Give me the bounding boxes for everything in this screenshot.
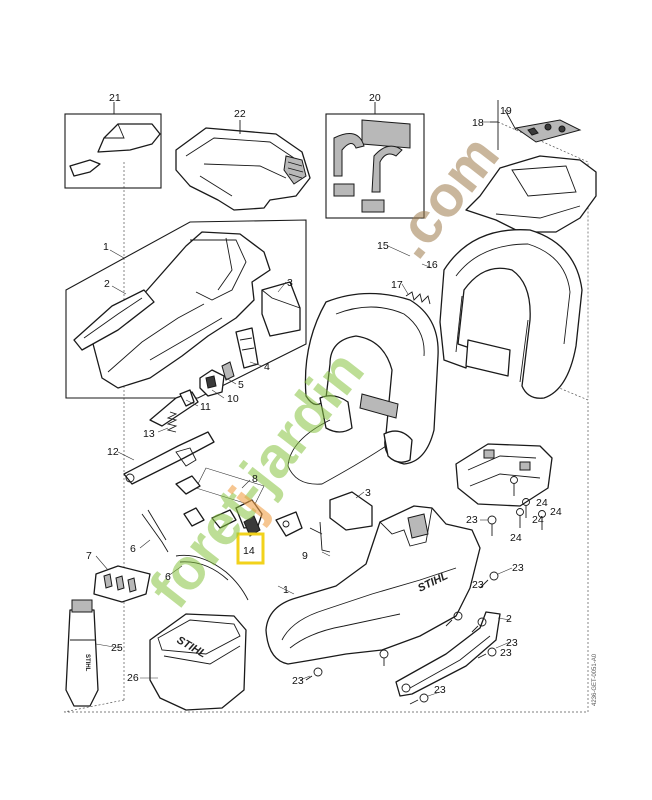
part-13-spring[interactable] [166, 411, 178, 433]
label-14[interactable]: 14 [243, 545, 255, 557]
label-20[interactable]: 20 [369, 92, 381, 104]
part-21-decal-box[interactable] [64, 113, 162, 189]
label-18[interactable]: 18 [472, 117, 484, 129]
label-23d[interactable]: 23 [500, 647, 512, 659]
label-17[interactable]: 17 [391, 279, 403, 291]
label-26[interactable]: 26 [127, 672, 139, 684]
part-3-housing-pad[interactable] [329, 491, 373, 531]
label-23f[interactable]: 23 [292, 675, 304, 687]
part-2-right-strip[interactable] [395, 611, 501, 697]
part-2-strip[interactable] [73, 289, 155, 351]
label-22[interactable]: 22 [234, 108, 246, 120]
label-4[interactable]: 4 [264, 361, 270, 373]
label-24a[interactable]: 24 [536, 497, 548, 509]
part-25-grease-tube[interactable] [65, 599, 99, 707]
label-24d[interactable]: 24 [510, 532, 522, 544]
label-10[interactable]: 10 [227, 393, 239, 405]
part-10-contact[interactable] [199, 369, 225, 397]
part-15-bumper[interactable] [319, 393, 413, 463]
part-26-cover[interactable] [149, 613, 247, 711]
part-22-upper-shell[interactable] [175, 127, 311, 211]
label-19[interactable]: 19 [500, 105, 512, 117]
part-8-lock[interactable] [175, 475, 201, 495]
label-1b[interactable]: 1 [283, 584, 289, 596]
part-1-right-housing[interactable] [265, 505, 481, 665]
label-24b[interactable]: 24 [550, 506, 562, 518]
part-6-spring-lower[interactable] [175, 554, 249, 601]
brand-mark-tube: STIHL [84, 654, 90, 672]
part-19-label-plate[interactable] [514, 119, 582, 143]
part-18-handle-cover[interactable] [465, 155, 597, 233]
part-14-latch[interactable] [183, 499, 303, 537]
label-13[interactable]: 13 [143, 428, 155, 440]
label-23c[interactable]: 23 [506, 637, 518, 649]
label-23a[interactable]: 23 [466, 514, 478, 526]
label-25[interactable]: 25 [111, 642, 123, 654]
label-3a[interactable]: 3 [287, 277, 293, 289]
label-24c[interactable]: 24 [532, 514, 544, 526]
part-1-box [65, 219, 307, 399]
label-11[interactable]: 11 [200, 401, 211, 413]
part-17-spring[interactable] [405, 291, 431, 305]
part-24-motor-carrier[interactable] [455, 443, 553, 507]
side-code: 4236-GET-0051-A0 [592, 653, 598, 706]
label-1a[interactable]: 1 [103, 241, 109, 253]
part-number-labels: 21 22 20 19 18 1 2 3 4 5 10 11 13 12 8 6… [86, 92, 562, 696]
label-15[interactable]: 15 [377, 240, 389, 252]
label-6a[interactable]: 6 [130, 543, 136, 555]
label-2b[interactable]: 2 [506, 613, 512, 625]
part-20-pad-box[interactable] [325, 113, 425, 219]
label-5[interactable]: 5 [238, 379, 244, 391]
label-9[interactable]: 9 [302, 550, 308, 562]
label-6b[interactable]: 6 [165, 571, 171, 583]
screw-group[interactable] [305, 476, 546, 705]
label-12[interactable]: 12 [107, 446, 119, 458]
part-4-switch[interactable] [235, 327, 259, 369]
label-7[interactable]: 7 [86, 550, 92, 562]
label-23g[interactable]: 23 [472, 579, 484, 591]
bowden-wire[interactable] [287, 419, 387, 485]
assembly-frame [63, 121, 589, 713]
label-21[interactable]: 21 [109, 92, 121, 104]
part-1-left-housing[interactable] [91, 231, 271, 389]
part-3-pad[interactable] [261, 281, 301, 337]
label-16[interactable]: 16 [426, 259, 438, 271]
leader-lines [95, 121, 513, 697]
highlight-box-part-14 [236, 532, 265, 565]
part-12-slide[interactable] [123, 431, 215, 485]
part-7-connector-block[interactable] [93, 565, 151, 603]
part-6-spring-upper[interactable] [141, 509, 169, 553]
label-23e[interactable]: 23 [434, 684, 446, 696]
label-3b[interactable]: 3 [365, 487, 371, 499]
label-23b[interactable]: 23 [512, 562, 524, 574]
part-5-small-pad[interactable] [221, 361, 235, 381]
part-9-wire[interactable] [309, 521, 331, 553]
label-8[interactable]: 8 [252, 473, 258, 485]
part-16-guard[interactable] [439, 229, 583, 399]
label-2a[interactable]: 2 [104, 278, 110, 290]
